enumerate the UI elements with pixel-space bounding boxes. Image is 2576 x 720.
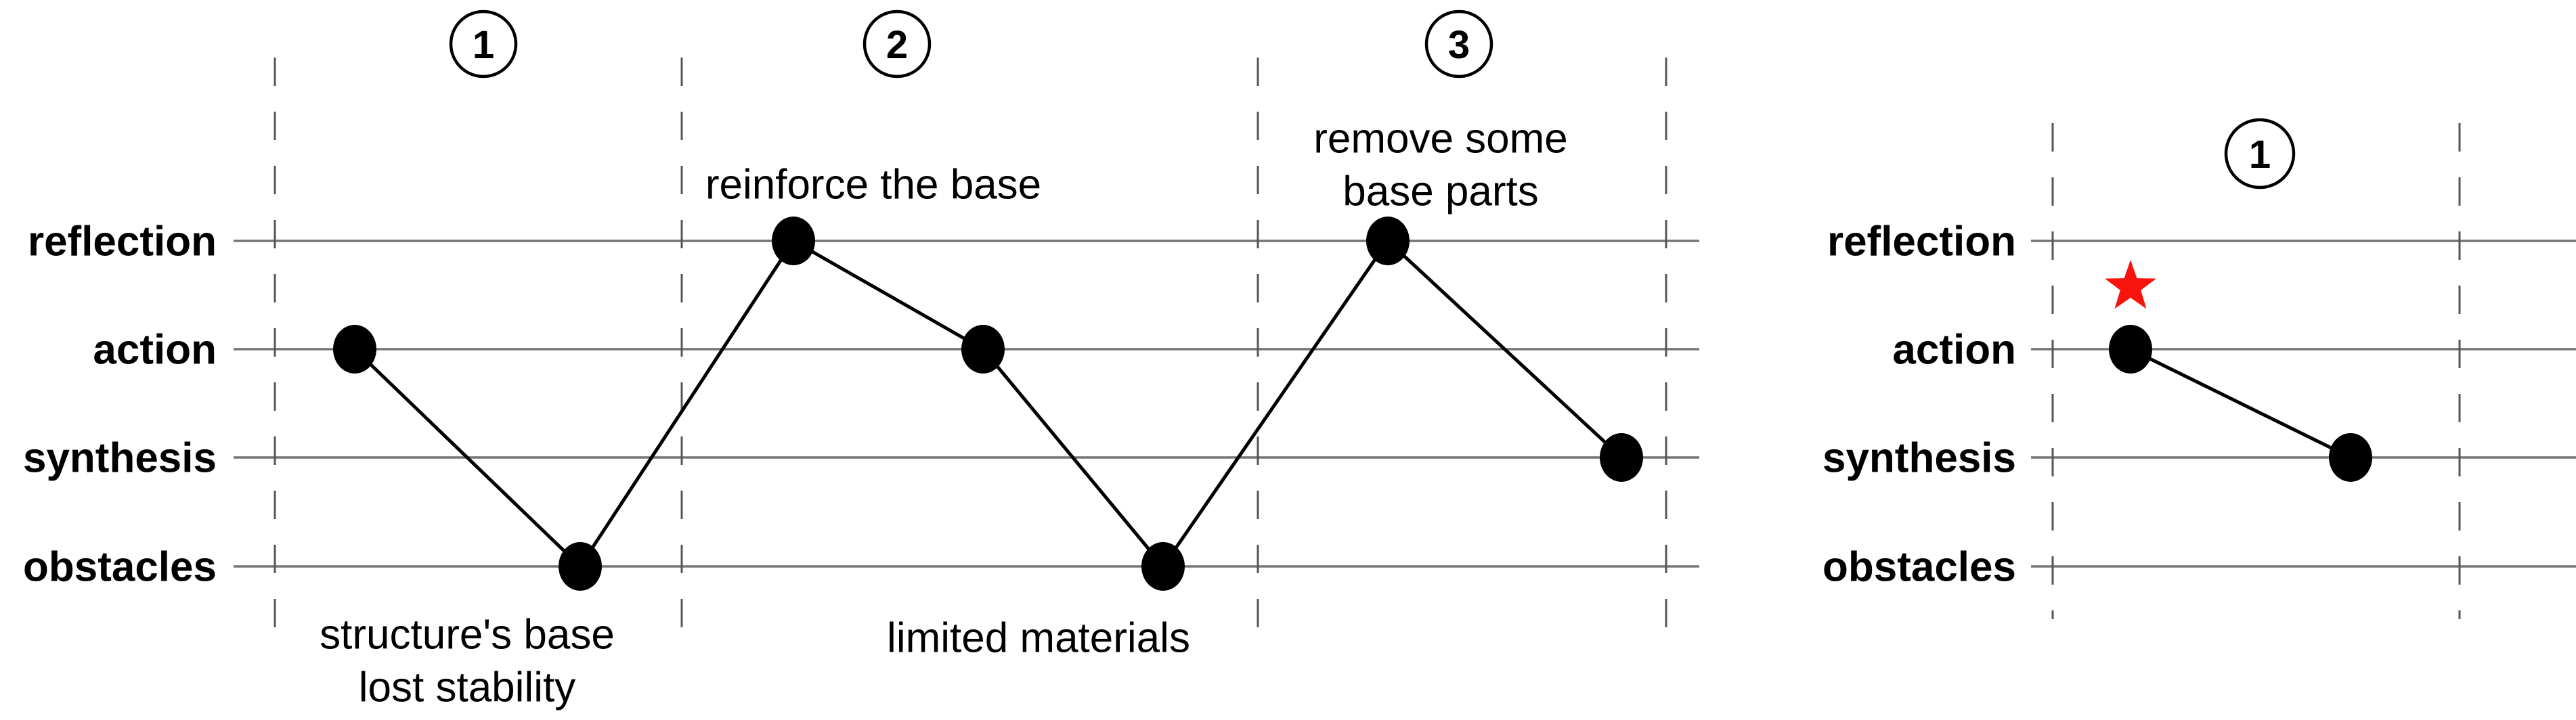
- y-axis-label-reflection: reflection: [1827, 219, 2016, 265]
- phase-number: 2: [886, 23, 908, 67]
- annotation-line: limited materials: [887, 615, 1190, 662]
- phase-number: 1: [473, 23, 494, 67]
- panel-left: reflection action synthesis obstacles 1 2 3 rei…: [23, 9, 1699, 711]
- data-point: [1141, 542, 1185, 591]
- annotation-line: lost stability: [359, 665, 575, 711]
- y-axis-label-action: action: [1892, 327, 2016, 374]
- phase-number: 1: [2249, 133, 2271, 177]
- y-axis-label-obstacles: obstacles: [1822, 544, 2016, 591]
- phase-circle-outline: [449, 9, 518, 78]
- phase-circle-outline: [863, 9, 932, 78]
- data-point: [2109, 325, 2152, 374]
- trend-line: [353, 238, 1623, 570]
- data-point: [961, 325, 1005, 374]
- panel-right: reflection action synthesis obstacles 1: [1822, 118, 2576, 619]
- phase-circle-outline: [1424, 9, 1493, 78]
- annotation-line: reinforce the base: [705, 162, 1041, 208]
- data-point: [333, 325, 376, 374]
- y-axis-label-synthesis: synthesis: [23, 435, 217, 482]
- trend-line: [2129, 347, 2352, 459]
- data-point: [772, 217, 815, 265]
- annotation-line: base parts: [1342, 168, 1539, 215]
- star-icon: [2105, 260, 2156, 309]
- y-axis-label-reflection: reflection: [28, 219, 217, 265]
- phase-marker: 1: [2224, 118, 2296, 189]
- y-axis-label-obstacles: obstacles: [23, 544, 217, 591]
- phase-marker: 2: [863, 9, 932, 78]
- data-point: [559, 542, 602, 591]
- data-point: [1366, 217, 1410, 265]
- annotation-line: remove some: [1313, 116, 1568, 162]
- phase-circle-outline: [2224, 118, 2296, 189]
- y-axis-label-action: action: [93, 327, 217, 374]
- data-point: [1600, 433, 1643, 482]
- y-axis-label-synthesis: synthesis: [1822, 435, 2016, 482]
- data-point: [2329, 433, 2372, 482]
- phase-marker: 3: [1424, 9, 1493, 78]
- phase-number: 3: [1448, 23, 1470, 67]
- phase-marker: 1: [449, 9, 518, 78]
- annotation-line: structure's base: [320, 612, 615, 658]
